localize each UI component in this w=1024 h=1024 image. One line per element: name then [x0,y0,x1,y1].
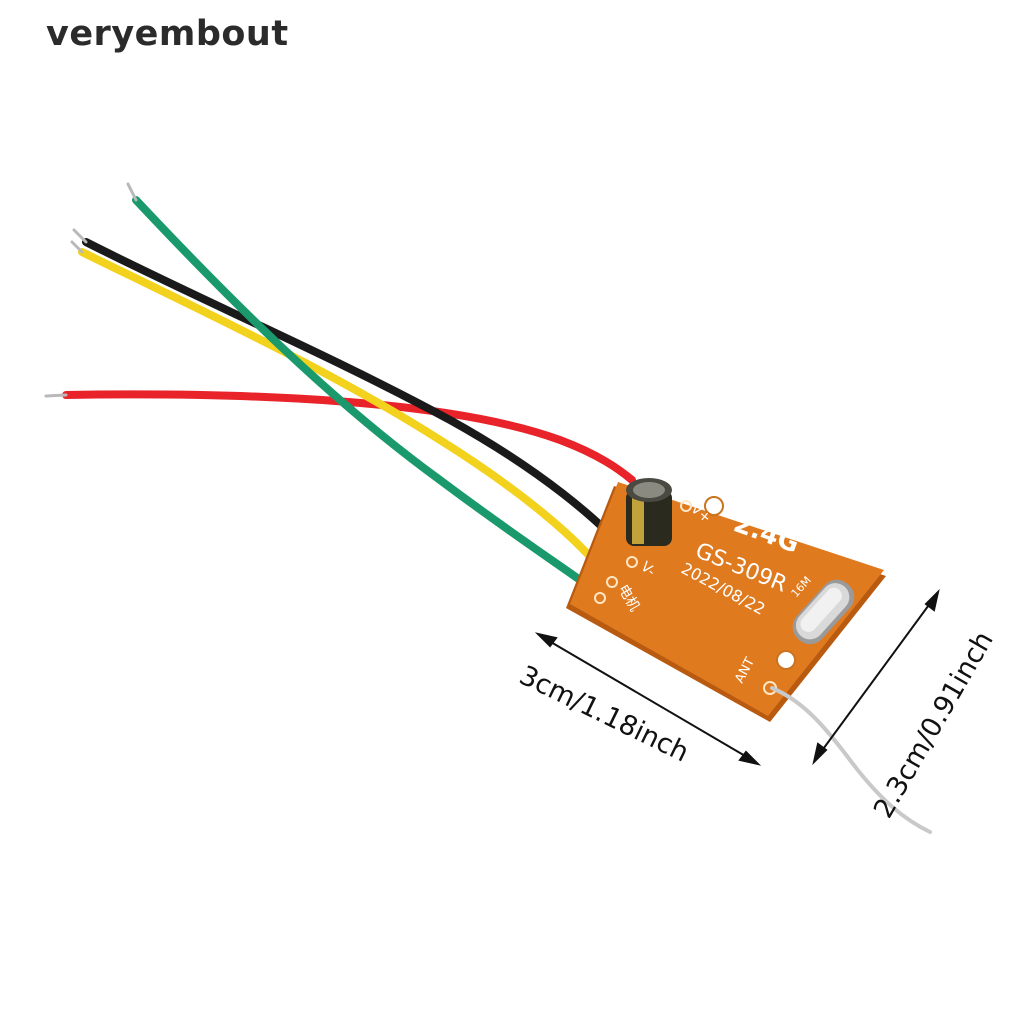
yellow-wire [78,248,612,582]
red-wire [62,390,636,484]
black-wire [82,238,636,562]
wires [44,182,636,600]
antenna-wire [770,686,932,834]
capacitor [626,478,672,546]
width-arrow [543,637,753,761]
dimension-arrows [534,588,940,766]
green-wire [132,196,606,600]
height-arrow [817,597,935,757]
brand-watermark: veryembout [46,14,289,54]
crystal-oscillator [792,579,855,645]
